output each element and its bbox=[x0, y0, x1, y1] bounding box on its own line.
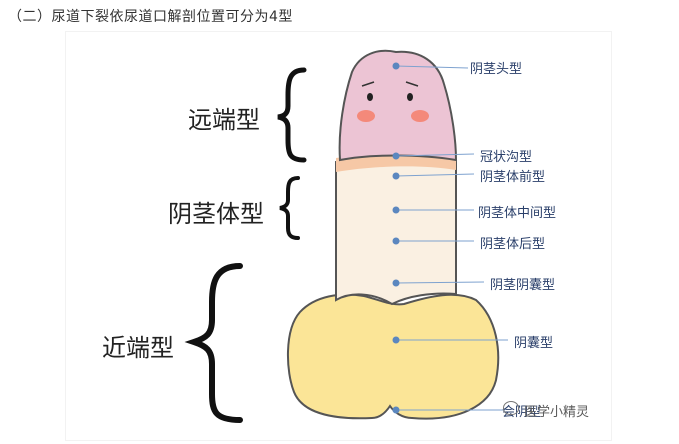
meatus-dot bbox=[392, 206, 400, 214]
watermark: 医学小精灵 bbox=[524, 405, 590, 420]
meatus-dot bbox=[392, 237, 400, 245]
brace-shaft bbox=[279, 176, 300, 240]
leader-line bbox=[395, 65, 469, 69]
annotation-scrotal: 阴囊型 bbox=[514, 336, 554, 351]
annotation-distal-shaft: 阴茎体前型 bbox=[480, 170, 546, 185]
annotation-proximal-shaft: 阴茎体后型 bbox=[480, 237, 546, 252]
meatus-dot bbox=[392, 152, 400, 160]
leader-line bbox=[395, 281, 485, 284]
leader-line bbox=[395, 173, 475, 177]
meatus-dot bbox=[392, 172, 400, 180]
scrotum bbox=[287, 293, 500, 420]
group-label-distal: 远端型 bbox=[188, 106, 260, 134]
leader-line bbox=[395, 153, 475, 157]
group-label-proximal: 近端型 bbox=[102, 334, 174, 362]
right-cheek bbox=[411, 110, 429, 122]
left-brow bbox=[361, 81, 375, 87]
figure-caption: （二）尿道下裂依尿道口解剖位置可分为4型 bbox=[8, 9, 293, 25]
annotation-penoscrotal: 阴茎阴囊型 bbox=[490, 278, 556, 293]
meatus-dot bbox=[392, 406, 400, 414]
meatus-dot bbox=[392, 336, 400, 344]
left-eye bbox=[367, 93, 373, 101]
annotation-coronal: 冠状沟型 bbox=[480, 150, 533, 165]
brace-distal bbox=[277, 67, 307, 163]
brace-proximal bbox=[184, 263, 243, 423]
right-brow bbox=[405, 81, 419, 87]
meatus-dot bbox=[392, 279, 400, 287]
glans bbox=[338, 49, 458, 162]
meatus-dot bbox=[392, 62, 400, 70]
wechat-logo-icon bbox=[503, 401, 519, 415]
left-cheek bbox=[357, 110, 375, 122]
right-eye bbox=[407, 93, 413, 101]
annotation-glanular: 阴茎头型 bbox=[470, 62, 523, 77]
coronal-band bbox=[336, 153, 456, 172]
annotation-mid-shaft: 阴茎体中间型 bbox=[478, 206, 557, 221]
group-label-shaft: 阴茎体型 bbox=[168, 200, 264, 228]
